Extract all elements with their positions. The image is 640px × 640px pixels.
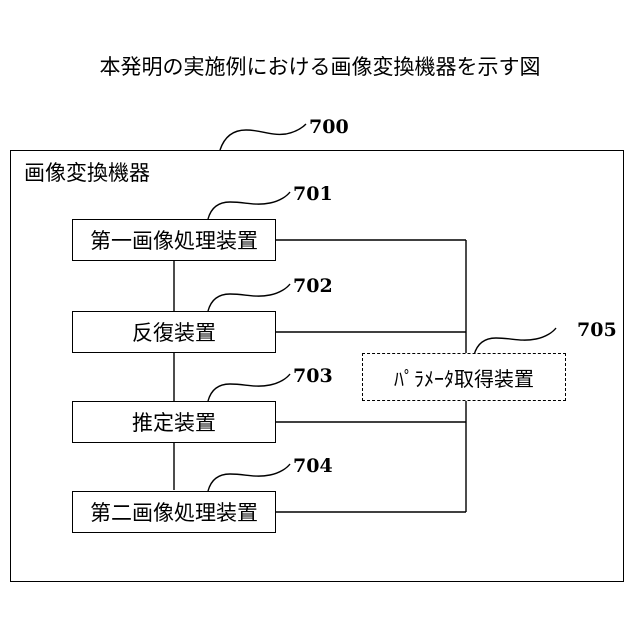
block-estimation: 推定装置 [72, 401, 276, 443]
ref-704: 704 [293, 455, 333, 477]
outer-label: 画像変換機器 [24, 160, 150, 186]
ref-705: 705 [577, 319, 617, 341]
leader-700 [220, 124, 306, 150]
ref-702: 702 [293, 275, 333, 297]
block-iteration: 反復装置 [72, 311, 276, 353]
block-second-image-processing: 第二画像処理装置 [72, 491, 276, 533]
ref-700: 700 [309, 116, 349, 138]
block-first-image-processing: 第一画像処理装置 [72, 219, 276, 261]
ref-703: 703 [293, 365, 333, 387]
block-parameter-acquisition: ﾊﾟﾗﾒｰﾀ取得装置 [362, 353, 566, 401]
ref-701: 701 [293, 183, 333, 205]
